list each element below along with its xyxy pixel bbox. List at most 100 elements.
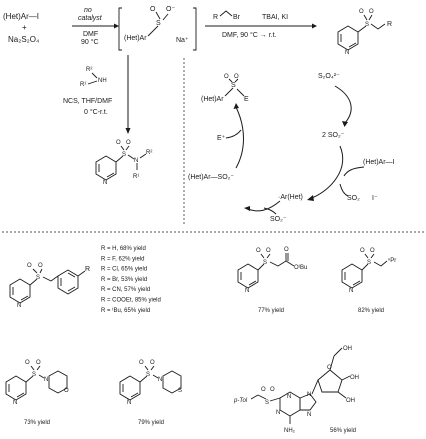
s-atom: S (146, 372, 150, 378)
sulfonamide-r2: R² (146, 150, 152, 156)
n-atom: N (103, 180, 107, 186)
yield-entry: R = Br, 53% yield (101, 277, 147, 283)
mechanism-cycle: (Het)Ar S O O E S₂O₄²⁻ 2 SO₂⁻ (Het)Ar—I … (188, 73, 395, 223)
yield-entry: R = COOEt, 85% yield (101, 298, 161, 304)
purine-n: N (307, 412, 311, 418)
amination-pathway: R² R¹ NH NCS, THF/DMF 0 °C-r.t. (63, 55, 131, 134)
adduct-hetar: (Het)Ar (201, 96, 224, 103)
o-atom: O (359, 9, 364, 15)
purine-n: N (307, 392, 311, 398)
n-atom: N (127, 400, 131, 406)
pyridyl-sulfone-product: N S O O R (337, 9, 392, 56)
sulfinate-label: (Het)Ar—SO₂⁻ (188, 174, 234, 181)
s-atom: S (32, 372, 36, 378)
conditions-step2: DMF, 90 °C → r.t. (222, 31, 277, 39)
sodium-dithionite-label: Na₂S₂O₄ (8, 35, 39, 44)
thiomorpholine-product: N S O O N S 79% yield (119, 360, 182, 426)
yield-entry: R = ᵗBu, 65% yield (101, 307, 150, 314)
oh-2: OH (346, 398, 355, 404)
plus-sign: + (22, 23, 27, 32)
starting-materials: (Het)Ar—I + Na₂S₂O₄ (3, 12, 39, 44)
nucleoside-product: p-Tol S O O N N N N NH₂ O OH OH OH 56% y… (233, 346, 359, 434)
iodide-label: I⁻ (372, 195, 378, 202)
n-atom: N (245, 288, 249, 294)
purine-n: N (276, 410, 280, 416)
adduct-s: S (231, 82, 236, 89)
ncs-conditions: NCS, THF/DMF (63, 98, 112, 105)
o-atom: O (25, 360, 30, 366)
so2-in-label: SO₂⁻ (270, 216, 287, 223)
o-atom: O (38, 263, 43, 269)
sulfonamide-n: N (134, 158, 138, 164)
ester-yield: 77% yield (258, 308, 284, 314)
s-label: S (156, 20, 161, 27)
o-atom: O (150, 360, 155, 366)
no-catalyst-label-2: catalyst (78, 15, 103, 22)
o-label: O (150, 6, 156, 13)
yield-entry: R = H, 68% yield (101, 246, 146, 252)
npr-label: ⁿPr (388, 257, 396, 264)
nucleoside-yield: 56% yield (330, 428, 356, 434)
n-atom: N (345, 50, 349, 56)
arrow-step1: no catalyst DMF 90 °C (72, 7, 119, 46)
o-atom: O (36, 360, 41, 366)
yield-entry: R = CN, 57% yield (101, 287, 150, 293)
s-atom: S (265, 400, 269, 406)
sulfonamide-r1: R¹ (133, 174, 139, 180)
oh-5: OH (343, 346, 352, 352)
o-minus-label: O⁻ (166, 6, 175, 13)
na-label: Na⁺ (176, 37, 189, 44)
o-atom: O (369, 9, 374, 15)
aryl-radical-label: ·Ar(Het) (278, 194, 303, 201)
aryl-iodide-label: (Het)Ar—I (3, 12, 39, 21)
additive-label: TBAI, KI (262, 14, 288, 21)
ester-product: N S O O O OᵗBu 77% yield (237, 247, 307, 314)
s-atom: S (367, 260, 371, 266)
o-atom: O (139, 360, 144, 366)
sulfinate-intermediate: (Het)Ar S O O⁻ Na⁺ (118, 6, 197, 51)
o-atom: O (261, 387, 266, 393)
product-r: R (387, 21, 392, 28)
so2-out-label: SO₂ (347, 195, 360, 202)
o-atom: O (27, 263, 32, 269)
morpholine-product: N S O O N O 73% yield (5, 360, 69, 426)
sulfonamide-product: N S O O N R² R¹ (95, 140, 152, 186)
amine-r1: R¹ (80, 82, 86, 88)
arrowhead (114, 23, 119, 29)
s-atom: S (365, 22, 369, 28)
o-atom: O (116, 140, 121, 146)
oh-3: OH (350, 375, 359, 381)
ester-otbu: OᵗBu (294, 264, 307, 271)
n-atom: N (17, 303, 21, 309)
s-atom: S (263, 260, 267, 266)
n-atom: N (13, 400, 17, 406)
purine-n: N (287, 394, 291, 400)
o-atom: O (266, 248, 271, 254)
ring-s: S (178, 388, 182, 394)
s-atom: S (36, 275, 40, 281)
adduct-o1: O (224, 74, 229, 80)
ribose-o: O (327, 365, 332, 371)
series-r: R (85, 266, 90, 273)
so2-radical-label: 2 SO₂⁻ (322, 132, 345, 139)
reagent-r: R (213, 14, 218, 21)
reagent-br: Br (233, 14, 241, 21)
ptol-label: p-Tol (233, 398, 248, 404)
carbonyl-o: O (284, 247, 289, 253)
amine-label: NH₂ (284, 428, 296, 434)
temp-90: 90 °C (81, 38, 99, 46)
amine-r2: R² (86, 67, 92, 73)
no-catalyst-label: no (84, 7, 92, 14)
morpholine-yield: 73% yield (24, 420, 50, 426)
s-atom: S (122, 152, 126, 158)
o-atom: O (370, 248, 375, 254)
thiomorpholine-yield: 79% yield (138, 420, 164, 426)
ring-n: N (158, 377, 162, 383)
ring-n: N (44, 377, 48, 383)
hetar-label: (Het)Ar (124, 35, 147, 42)
electrophile-label: E⁺ (217, 135, 226, 142)
yield-entry: R = F, 62% yield (101, 256, 145, 262)
npr-product: N S O O ⁿPr 82% yield (341, 248, 396, 314)
